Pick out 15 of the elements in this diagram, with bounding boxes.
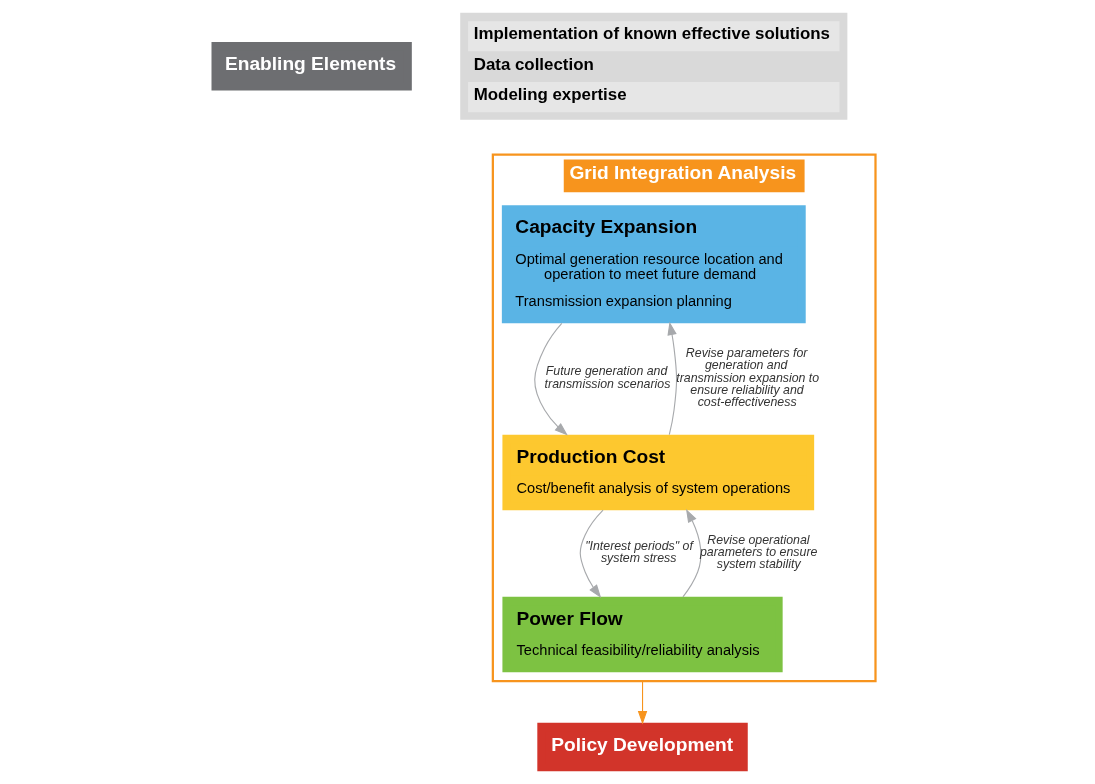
- node-box: Capacity Expansion Optimal generation resource location and operation to meet future demand Transmission expansion planning: [501, 205, 806, 324]
- arrow: [579, 509, 604, 599]
- edge-label: Revise operational parameters to ensure system stability: [699, 532, 817, 572]
- arrow: [681, 508, 701, 598]
- edge-label: Revise parameters for generation and transmission expansion to ensure reliability and cost-effectiveness: [675, 345, 819, 410]
- node-box: Enabling Elements: [211, 42, 412, 91]
- node-box: Implementation of known effective solutions Data collection Modeling expertise: [459, 12, 847, 120]
- edge-label: "Interest periods" of system stress: [584, 538, 693, 566]
- node-box: Production Cost Cost/benefit analysis of system operations: [501, 434, 814, 511]
- node-box: Power Flow Technical feasibility/reliability analysis: [501, 596, 783, 673]
- arrow: [637, 680, 647, 725]
- node-box: Policy Development: [536, 722, 748, 772]
- edge-label: Future generation and transmission scenarios: [544, 364, 670, 391]
- arrow: [533, 322, 568, 436]
- arrow: [666, 321, 677, 436]
